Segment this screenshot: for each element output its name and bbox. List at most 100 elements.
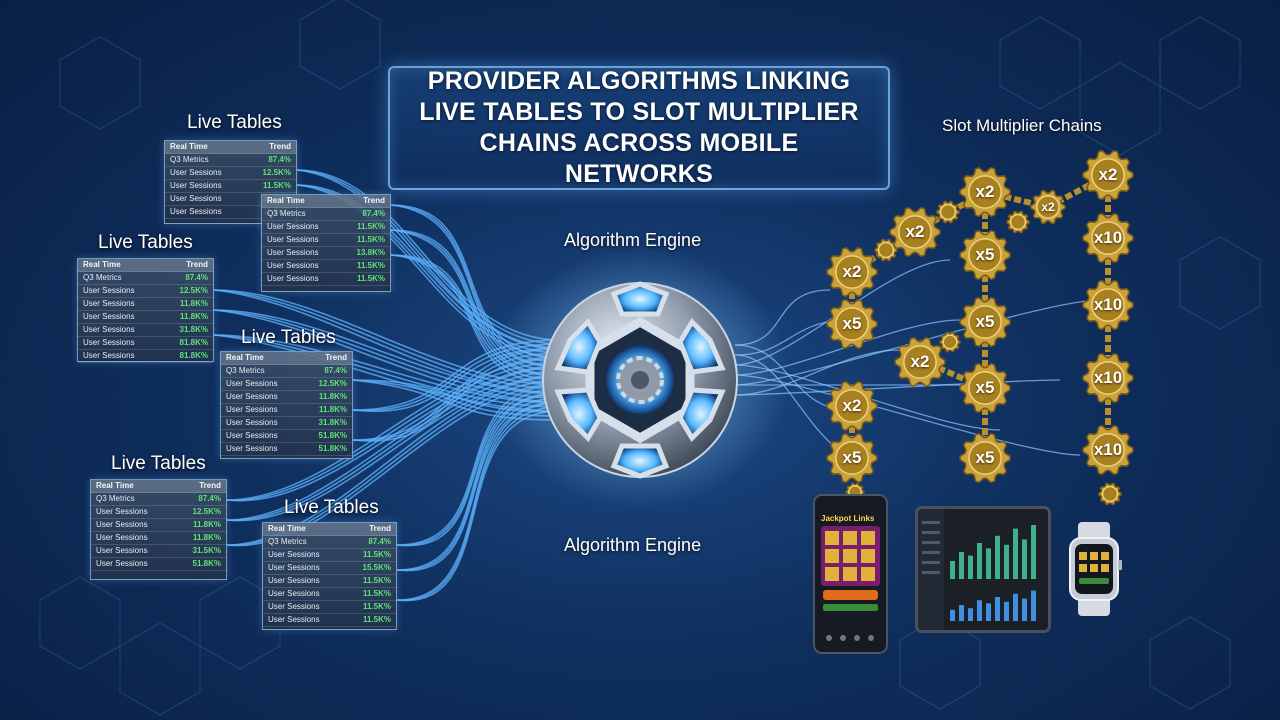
multiplier-gear: x2	[826, 246, 878, 298]
row-value: 51.8K%	[318, 431, 347, 440]
gear-icon	[939, 331, 961, 353]
gear-icon	[1030, 189, 1066, 225]
gear-icon	[1082, 424, 1134, 476]
row-value: 51.8K%	[192, 559, 221, 568]
gear-icon	[874, 238, 898, 262]
multiplier-gear: x2	[894, 336, 946, 388]
live-tables-label: Live Tables	[284, 497, 379, 518]
tablet-bar	[968, 608, 973, 621]
gear-icon	[959, 296, 1011, 348]
gear-icon	[826, 380, 878, 432]
title-panel: Provider Algorithms Linking Live Tables …	[388, 66, 890, 190]
header-label: Real Time	[226, 353, 264, 362]
multiplier-label: x2	[975, 182, 995, 201]
tablet-bar	[986, 603, 991, 621]
multiplier-gear: x10	[1082, 352, 1134, 404]
row-label: Q3 Metrics	[268, 537, 307, 546]
row-value: 31.8K%	[179, 325, 208, 334]
tablet-bar	[1031, 590, 1036, 621]
row-label: User Sessions	[268, 576, 320, 585]
row-label: User Sessions	[267, 248, 319, 257]
row-value: 11.8K%	[179, 312, 208, 321]
row-label: User Sessions	[96, 520, 148, 529]
row-value: 11.5K%	[362, 589, 391, 598]
tablet-bar	[1013, 528, 1018, 579]
table-row: User Sessions 11.8K%	[78, 298, 213, 311]
table-row: Q3 Metrics 87.4%	[263, 536, 396, 549]
hex-grid	[39, 0, 1261, 716]
header-label: Real Time	[83, 260, 121, 269]
smartwatch	[1064, 522, 1124, 616]
row-value: 87.4%	[362, 209, 385, 218]
row-label: User Sessions	[83, 286, 135, 295]
row-label: User Sessions	[268, 563, 320, 572]
gear-icon	[894, 336, 946, 388]
row-label: User Sessions	[83, 299, 135, 308]
gear-icon	[959, 362, 1011, 414]
tablet-bar	[1022, 539, 1027, 579]
gear-icon	[1098, 482, 1122, 506]
algorithm-engine-sphere	[542, 281, 738, 479]
row-label: User Sessions	[268, 602, 320, 611]
row-label: User Sessions	[96, 559, 148, 568]
multiplier-label: x10	[1093, 295, 1123, 314]
live-tables-label: Live Tables	[241, 327, 336, 348]
tablet-bar	[986, 548, 991, 579]
multiplier-label: x10	[1093, 440, 1123, 459]
header-label: Real Time	[267, 196, 305, 205]
row-value: 87.4%	[185, 273, 208, 282]
tablet-bar	[1013, 593, 1018, 621]
row-label: User Sessions	[226, 431, 278, 440]
multiplier-label: x5	[975, 448, 995, 467]
tablet-bar	[950, 561, 955, 579]
header-label: Real Time	[96, 481, 134, 490]
multiplier-label: x2	[842, 262, 862, 281]
table-row: User Sessions 11.5K%	[165, 180, 296, 193]
multiplier-gear: x10	[1082, 279, 1134, 331]
phone-game-title: Jackpot Links	[821, 514, 875, 523]
multiplier-gear: x5	[959, 229, 1011, 281]
row-label: User Sessions	[170, 207, 222, 216]
live-tables-label: Live Tables	[187, 112, 282, 133]
row-label: User Sessions	[267, 222, 319, 231]
header-label: Real Time	[268, 524, 306, 533]
row-value: 12.5K%	[192, 507, 221, 516]
row-label: User Sessions	[226, 418, 278, 427]
header-trend: Trend	[369, 524, 391, 533]
row-value: 81.8K%	[179, 338, 208, 347]
tablet-bar	[977, 543, 982, 579]
tablet-bar	[1031, 525, 1036, 579]
table-row: User Sessions 51.8K%	[91, 558, 226, 571]
row-label: User Sessions	[170, 181, 222, 190]
row-value: 11.8K%	[318, 392, 347, 401]
page-title: Provider Algorithms Linking Live Tables …	[419, 67, 859, 188]
multiplier-gear	[939, 331, 961, 353]
multiplier-label: x2	[905, 222, 925, 241]
row-value: 11.5K%	[262, 181, 291, 190]
row-label: Q3 Metrics	[83, 273, 122, 282]
row-label: User Sessions	[226, 379, 278, 388]
live-tables-label: Live Tables	[111, 453, 206, 474]
gear-icon	[1082, 149, 1134, 201]
row-value: 11.8K%	[179, 299, 208, 308]
gear-icon	[889, 206, 941, 258]
row-value: 87.4%	[368, 537, 391, 546]
tablet-bar	[1022, 598, 1027, 621]
